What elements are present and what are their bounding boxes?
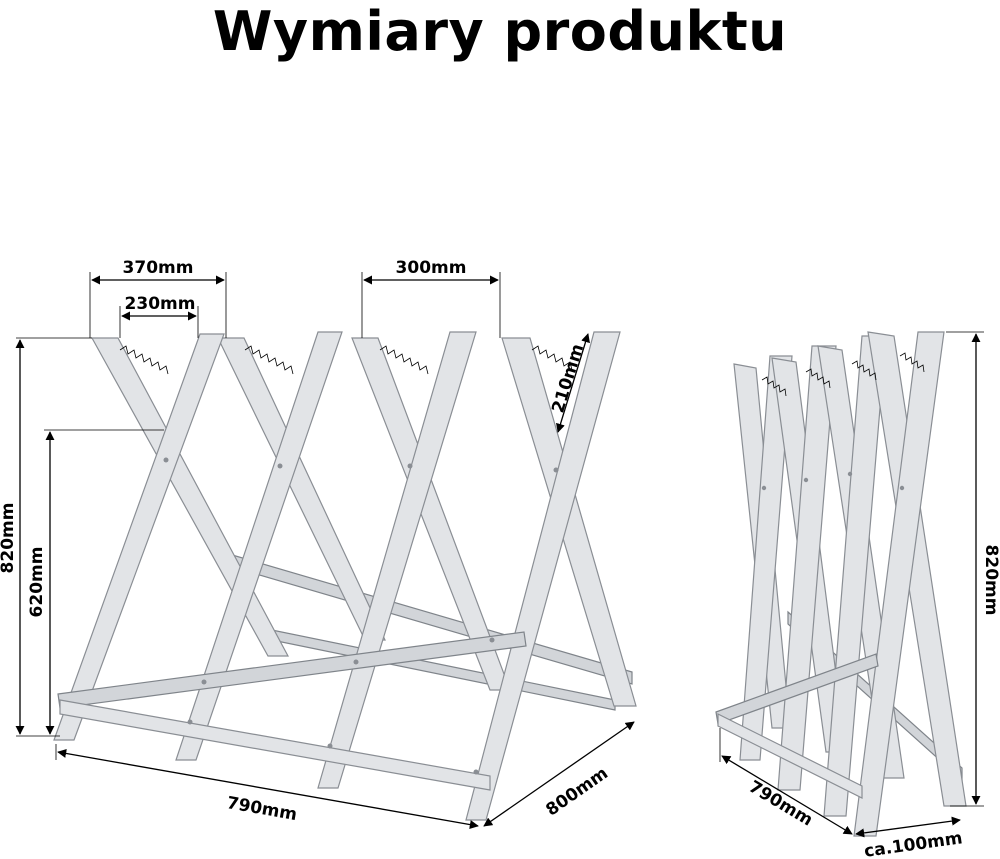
page-title: Wymiary produktu xyxy=(212,0,788,63)
folded-serration-4 xyxy=(899,352,925,373)
folded-diagonal-brace xyxy=(715,653,879,725)
folded-sawhorse-drawing xyxy=(715,331,967,837)
folded-dimension-lines xyxy=(719,331,984,838)
leg-d1 xyxy=(501,337,637,707)
open-sawhorse-drawing xyxy=(53,331,637,821)
front-diagonal-brace xyxy=(57,631,527,709)
dim-label-790-open: 790mm xyxy=(225,793,298,825)
dim-label-820-left: 820mm xyxy=(0,503,18,574)
folded-serration-1 xyxy=(761,376,787,397)
leg-a2 xyxy=(53,333,225,741)
folded-serration-3 xyxy=(851,360,877,381)
dim-label-800: 800mm xyxy=(542,763,612,820)
open-dimension-lines xyxy=(15,272,635,830)
serration-a xyxy=(119,345,169,375)
dim-label-300: 300mm xyxy=(396,258,467,278)
folded-serration-2 xyxy=(805,368,831,389)
front-bottom-rail xyxy=(59,699,491,791)
serration-c xyxy=(379,345,429,375)
dim-label-370: 370mm xyxy=(123,258,194,278)
dim-label-620: 620mm xyxy=(27,547,47,618)
serration-b xyxy=(244,345,294,375)
dim-label-820-folded: 820mm xyxy=(981,545,1000,616)
folded-bolt-holes xyxy=(761,471,905,491)
dim-label-230: 230mm xyxy=(125,294,196,314)
leg-b1 xyxy=(217,337,386,641)
dim-label-ca100: ca.100mm xyxy=(863,828,964,859)
